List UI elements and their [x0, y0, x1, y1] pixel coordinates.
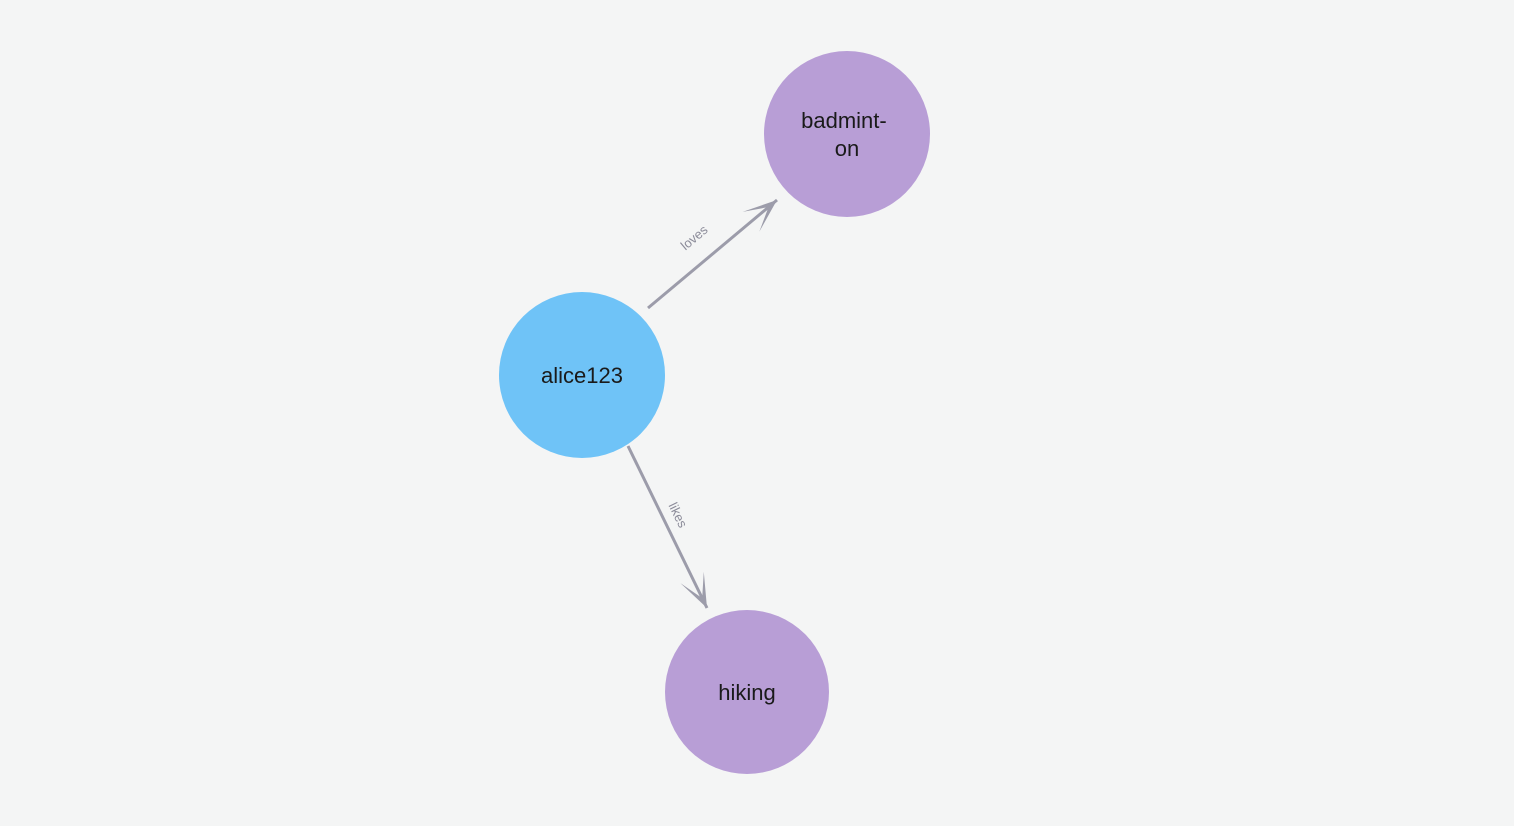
edge-alice123-loves-badminton[interactable]: loves — [647, 198, 778, 310]
edge-label-likes: likes — [666, 500, 691, 530]
arrowhead-likes-icon — [680, 571, 707, 608]
edge-label-loves: loves — [678, 222, 711, 253]
node-hiking-circle[interactable] — [665, 610, 829, 774]
edge-line-loves[interactable] — [647, 198, 778, 310]
edge-alice123-likes-hiking[interactable]: likes — [626, 445, 709, 609]
arrowhead-loves-icon — [742, 200, 777, 232]
node-alice123[interactable]: alice123 — [499, 292, 665, 458]
node-hiking[interactable]: hiking — [665, 610, 829, 774]
nodes-layer: badmint- on alice123 hiking — [499, 51, 930, 774]
node-alice123-circle[interactable] — [499, 292, 665, 458]
node-badminton[interactable]: badmint- on — [764, 51, 930, 217]
edge-line-likes[interactable] — [626, 445, 709, 609]
node-badminton-circle[interactable] — [764, 51, 930, 217]
